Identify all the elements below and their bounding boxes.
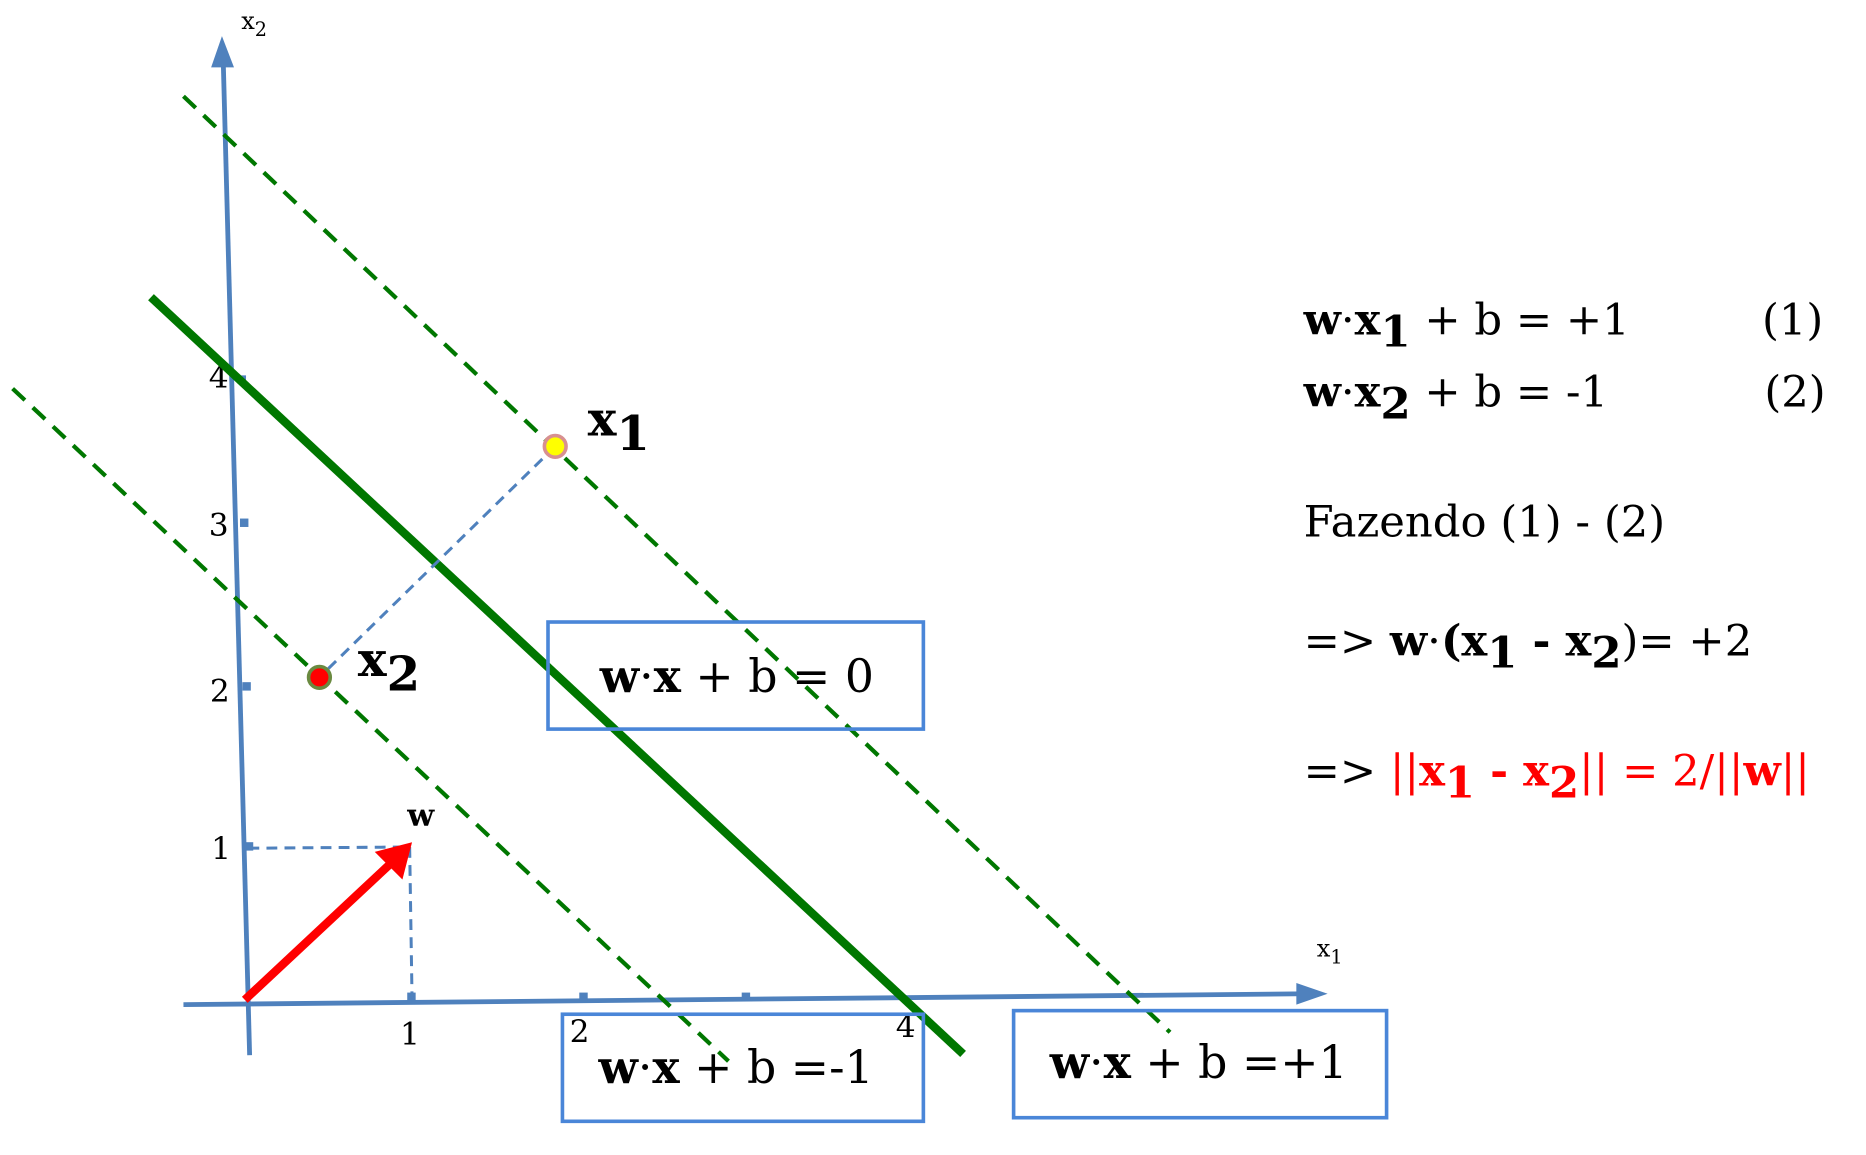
x-tick-label: 1 xyxy=(400,1016,420,1052)
x-tick-label: 2 xyxy=(570,1014,590,1050)
y-tick-label: 1 xyxy=(211,831,231,867)
equation-1: w·x1 + b = +1 xyxy=(1303,294,1630,357)
x2-axis-arrow-icon xyxy=(211,36,234,68)
margin-line-minus xyxy=(11,387,730,1063)
w-label: w xyxy=(406,797,435,833)
x-tick-label: 4 xyxy=(896,1009,916,1045)
w-projection-x xyxy=(408,846,414,999)
w-vector xyxy=(241,859,395,1003)
step-1-equation: => w·(x1 - x2)= +2 xyxy=(1304,616,1753,679)
fazendo-text: Fazendo (1) - (2) xyxy=(1304,498,1666,548)
margin-line-plus xyxy=(182,94,1172,1034)
point-x1-label: x1 xyxy=(588,392,650,462)
x-tick xyxy=(579,992,588,1001)
y-tick-label: 2 xyxy=(210,673,230,709)
svg-text:w·x + b =+1: w·x + b =+1 xyxy=(1049,1035,1348,1089)
w-projection-y xyxy=(248,845,410,850)
svg-text:w·x + b = 0: w·x + b = 0 xyxy=(599,649,874,703)
point-x1 xyxy=(542,433,568,459)
equation-2-number: (2) xyxy=(1764,368,1825,418)
x2-axis-label: x2 xyxy=(241,7,267,41)
x1-axis-arrow-icon xyxy=(1296,982,1328,1005)
y-tick-label: 3 xyxy=(209,507,229,543)
y-tick xyxy=(240,518,249,527)
box-plus-equation: w·x + b =+1 xyxy=(1011,1008,1389,1120)
box-boundary-equation: w·x + b = 0 xyxy=(546,620,926,731)
step-2-margin-equation: => ||x1 - x2|| = 2/||w|| xyxy=(1304,746,1810,809)
x1-axis-label: x1 xyxy=(1317,934,1343,968)
w-vector-arrowhead-icon xyxy=(374,842,413,880)
equation-1-number: (1) xyxy=(1762,295,1823,345)
box-minus-equation: w·x + b =-1 xyxy=(560,1012,926,1124)
y-tick xyxy=(242,682,251,691)
decision-boundary xyxy=(148,294,966,1058)
y-tick xyxy=(244,842,254,851)
x1-axis xyxy=(183,982,1328,1008)
margin-distance-line xyxy=(318,445,557,679)
svg-text:w·x + b =-1: w·x + b =-1 xyxy=(598,1040,874,1094)
point-x2-label: x2 xyxy=(358,632,420,702)
x2-axis xyxy=(211,36,253,1056)
point-x2 xyxy=(306,664,333,690)
equation-2: w·x2 + b = -1 xyxy=(1303,367,1609,430)
x-tick xyxy=(741,992,751,1001)
